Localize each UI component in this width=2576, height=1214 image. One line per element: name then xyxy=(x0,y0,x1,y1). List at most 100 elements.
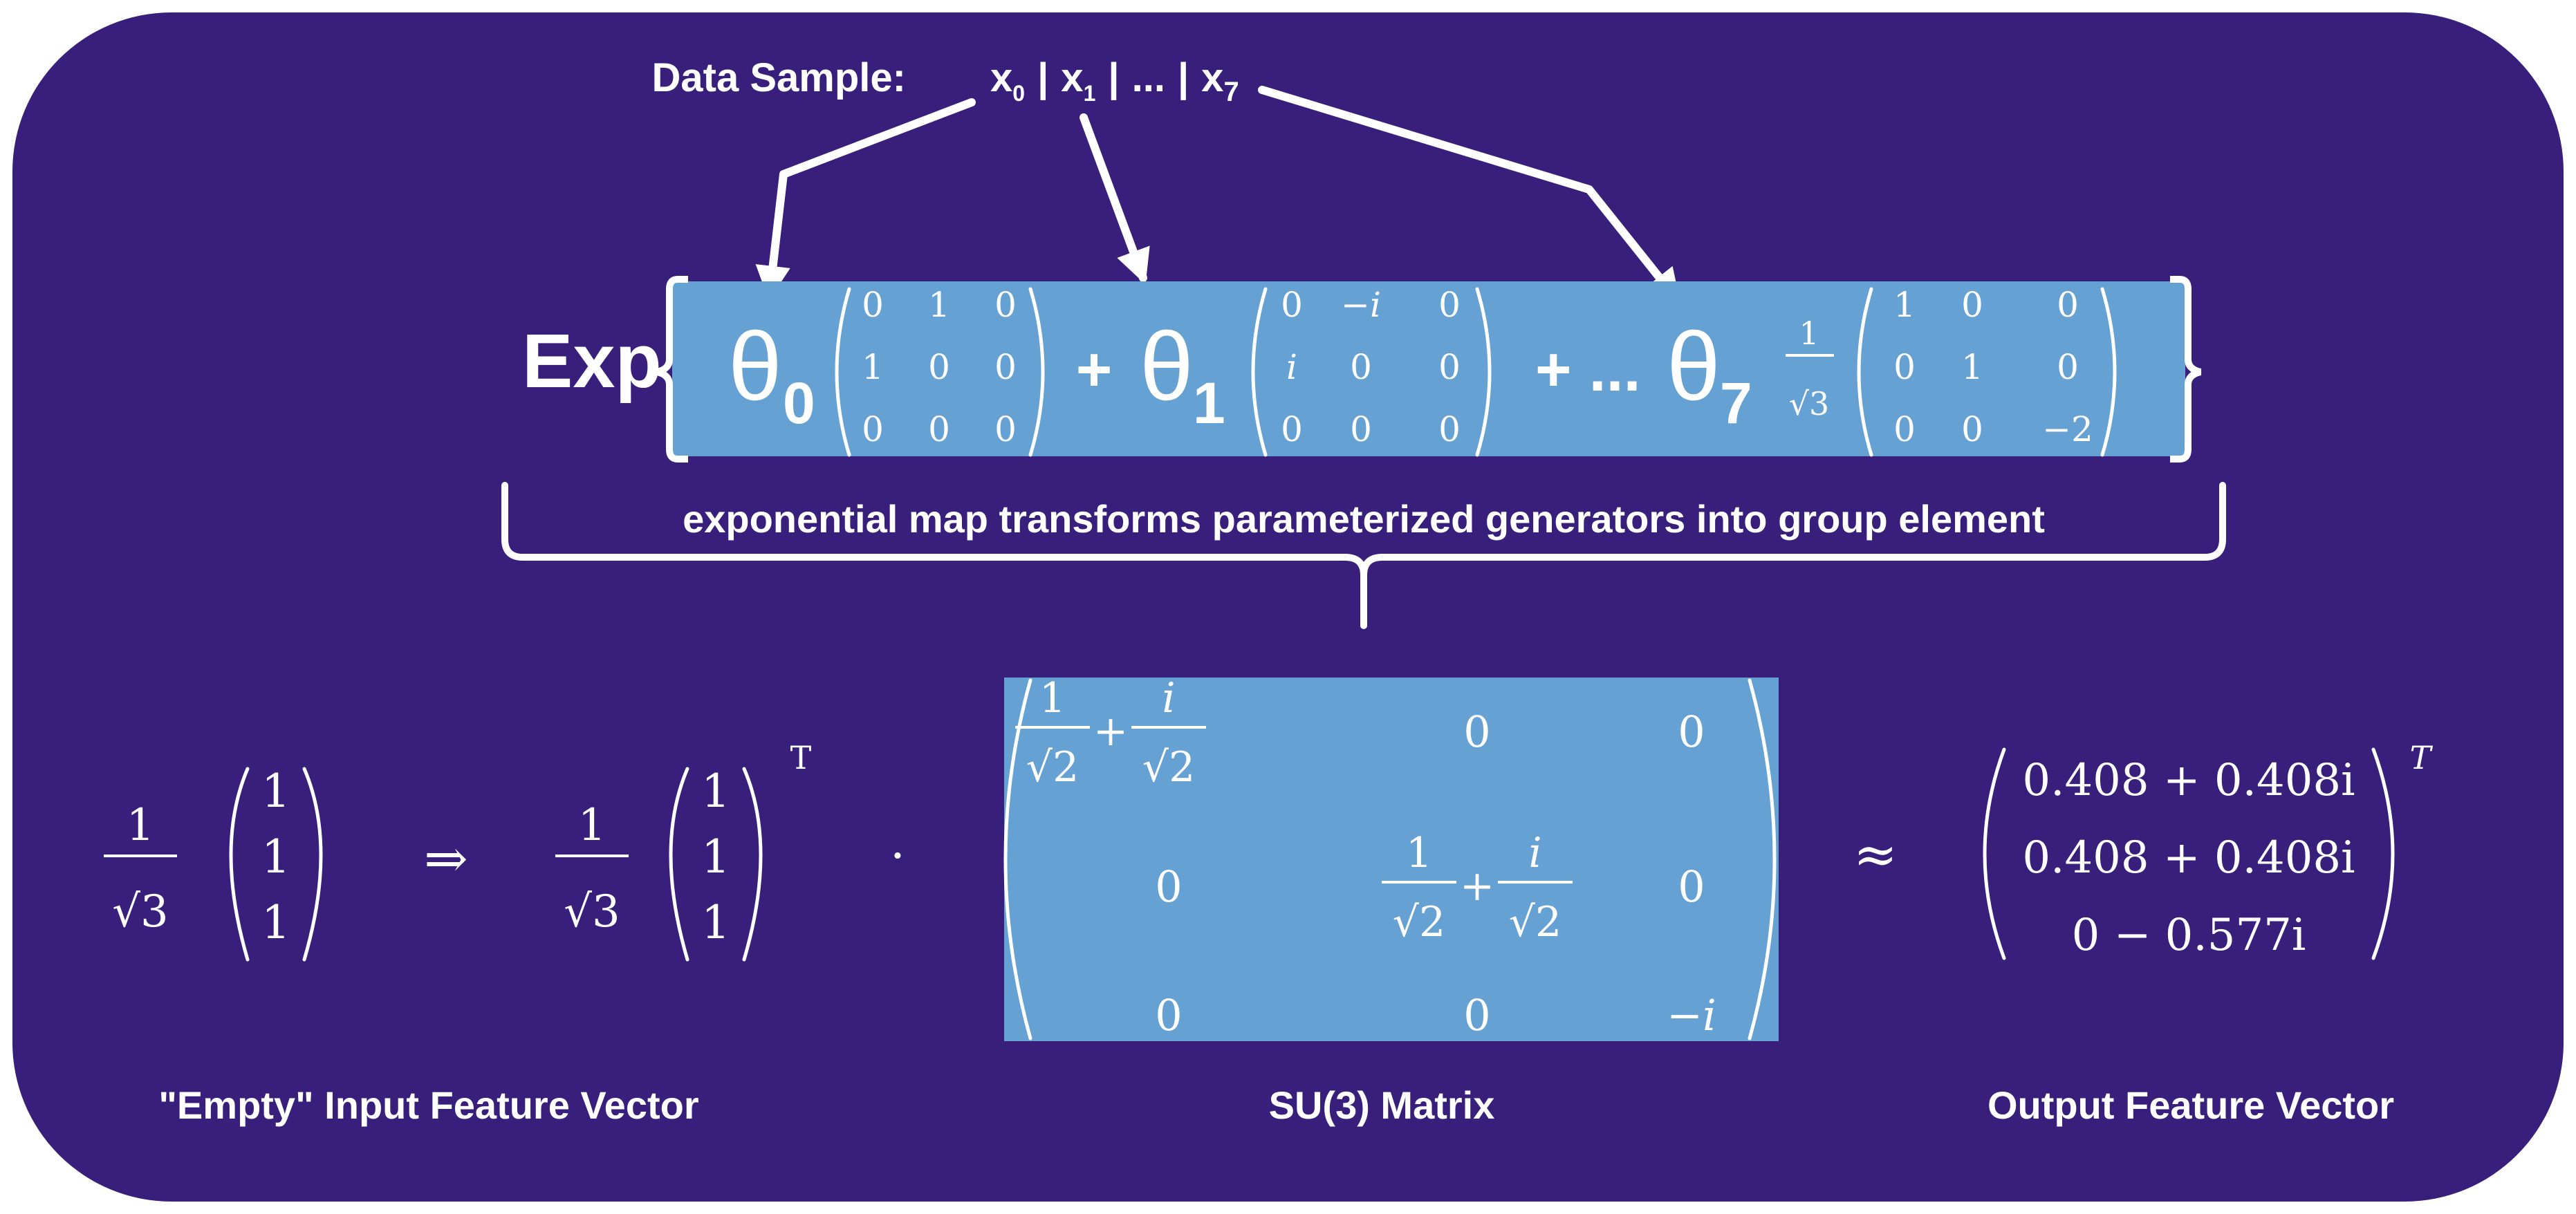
matrix0-cell: 0 xyxy=(994,347,1017,387)
matrix1-cell: i xyxy=(1286,347,1297,387)
generator-matrix-0: 0 1 0 1 0 0 0 0 0 xyxy=(835,285,1045,457)
su3-panel xyxy=(1004,678,1779,1041)
matrix7-cell: 0 xyxy=(2057,285,2079,325)
data-sample-label: Data Sample: xyxy=(652,55,906,100)
matrix1-cell: 0 xyxy=(1438,347,1461,387)
arrow-to-theta1 xyxy=(1079,113,1150,285)
transposed-coefficient: 1 √3 xyxy=(555,800,629,937)
matrix1-cell: 0 xyxy=(1281,285,1303,325)
transpose-mark-output: T xyxy=(2410,739,2434,776)
su3-left-paren xyxy=(1003,678,1032,1040)
svg-text:1: 1 xyxy=(701,765,730,818)
right-bracket xyxy=(2170,276,2202,463)
su3-frac-den: √2 xyxy=(1509,898,1562,946)
theta7-subscript: 7 xyxy=(1720,371,1752,436)
su3-matrix-cells: 1 √2 + i √2 0 0 0 1 √2 + i √2 0 0 0 −i xyxy=(1015,674,1716,1040)
data-sample: Data Sample: x0|x1|...|x7 xyxy=(652,55,1239,107)
svg-text:1: 1 xyxy=(701,830,730,884)
dot-operator: · xyxy=(890,828,905,884)
theta0: θ xyxy=(728,312,782,420)
su3-frac-den: √2 xyxy=(1026,743,1079,792)
matrix0-cells: 0 1 0 1 0 0 0 0 0 xyxy=(862,285,1017,449)
matrix7-cell: 1 xyxy=(1893,285,1916,325)
caption: exponential map transforms parameterized… xyxy=(683,497,2045,541)
matrix0-cell: 0 xyxy=(862,285,884,325)
matrix0-cell: 0 xyxy=(862,409,884,449)
approx-sign: ≈ xyxy=(1853,823,1898,885)
matrix1-cell: 0 xyxy=(1438,409,1461,449)
plus-ellipsis: + ... xyxy=(1535,335,1641,404)
svg-text:1: 1 xyxy=(578,800,606,851)
generator-panel xyxy=(672,281,2185,456)
su3-right-paren xyxy=(1748,678,1777,1040)
matrix1-cell: 0 xyxy=(1438,285,1461,325)
transposed-vector: 1 1 1 T xyxy=(669,739,812,962)
input-label: "Empty" Input Feature Vector xyxy=(158,1083,698,1127)
svg-text:√3: √3 xyxy=(564,886,620,937)
su3-minus-i: −i xyxy=(1667,990,1716,1040)
su3-frac-num: i xyxy=(1162,674,1175,722)
curly-brace xyxy=(501,482,2226,629)
input-coefficient: 1 √3 xyxy=(104,800,177,937)
svg-text:0.408 + 0.408i: 0.408 + 0.408i xyxy=(2022,755,2355,806)
matrix7-cell: 0 xyxy=(1893,409,1916,449)
matrix7-cell: 0 xyxy=(1961,409,1983,449)
su3-zero: 0 xyxy=(1463,707,1490,757)
matrix-label: SU(3) Matrix xyxy=(1269,1083,1495,1127)
svg-text:0 − 0.577i: 0 − 0.577i xyxy=(2072,910,2306,961)
matrix1-cells: 0 −i 0 i 0 0 0 0 0 xyxy=(1281,285,1461,449)
arrow-to-theta7 xyxy=(1258,86,1681,304)
norm-coefficient-sqrt3: 1 √3 xyxy=(1786,315,1834,422)
matrix1-cell: 0 xyxy=(1281,409,1303,449)
su3-zero: 0 xyxy=(1155,990,1182,1040)
output-vector: 0.408 + 0.408i 0.408 + 0.408i 0 − 0.577i… xyxy=(1983,739,2434,961)
svg-text:0.408 + 0.408i: 0.408 + 0.408i xyxy=(2022,832,2355,884)
arrow-to-theta0 xyxy=(755,98,976,301)
svg-text:√3: √3 xyxy=(1789,385,1830,422)
su3-zero: 0 xyxy=(1678,707,1705,757)
su3-frac-den: √2 xyxy=(1142,743,1195,792)
matrix0-cell: 0 xyxy=(994,285,1017,325)
matrix1-cell: 0 xyxy=(1350,347,1372,387)
matrix7-cell: 0 xyxy=(1961,285,1983,325)
plus-1: + xyxy=(1076,335,1113,404)
theta7: θ xyxy=(1667,312,1721,420)
su3-frac-num: 1 xyxy=(1406,829,1432,877)
svg-text:1: 1 xyxy=(701,896,730,949)
svg-text:1: 1 xyxy=(1799,315,1819,352)
matrix7-cell: −2 xyxy=(2042,409,2093,449)
svg-text:1: 1 xyxy=(127,800,155,851)
data-sample-values: x0|x1|...|x7 xyxy=(990,55,1239,107)
matrix0-cell: 0 xyxy=(994,409,1017,449)
matrix0-cell: 0 xyxy=(928,347,950,387)
su3-plus: + xyxy=(1460,862,1494,910)
matrix1-cell: −i xyxy=(1341,285,1381,325)
su3-frac-num: i xyxy=(1528,829,1541,877)
left-bracket xyxy=(656,276,688,463)
matrix7-cell: 0 xyxy=(2057,347,2079,387)
su3-plus: + xyxy=(1093,707,1128,756)
su3-frac-den: √2 xyxy=(1393,898,1445,946)
matrix1-cell: 0 xyxy=(1350,409,1372,449)
svg-text:√3: √3 xyxy=(112,886,169,937)
su3-frac-num: 1 xyxy=(1039,674,1066,722)
su3-zero: 0 xyxy=(1463,990,1490,1040)
output-label: Output Feature Vector xyxy=(1987,1083,2394,1127)
matrix0-cell: 0 xyxy=(928,409,950,449)
su3-zero: 0 xyxy=(1155,861,1182,912)
implies-arrow: ⇒ xyxy=(424,828,468,889)
theta1: θ xyxy=(1140,312,1194,420)
transpose-mark: T xyxy=(790,739,812,776)
input-vector: 1 1 1 xyxy=(229,765,323,962)
svg-text:1: 1 xyxy=(261,830,290,884)
theta0-subscript: 0 xyxy=(783,371,815,436)
matrix0-cell: 1 xyxy=(928,285,950,325)
su3-zero: 0 xyxy=(1678,861,1705,912)
matrix0-cell: 1 xyxy=(862,347,884,387)
svg-text:1: 1 xyxy=(261,765,290,818)
matrix7-cell: 1 xyxy=(1961,347,1983,387)
generator-matrix-1: 0 −i 0 i 0 0 0 0 0 xyxy=(1251,285,1492,457)
